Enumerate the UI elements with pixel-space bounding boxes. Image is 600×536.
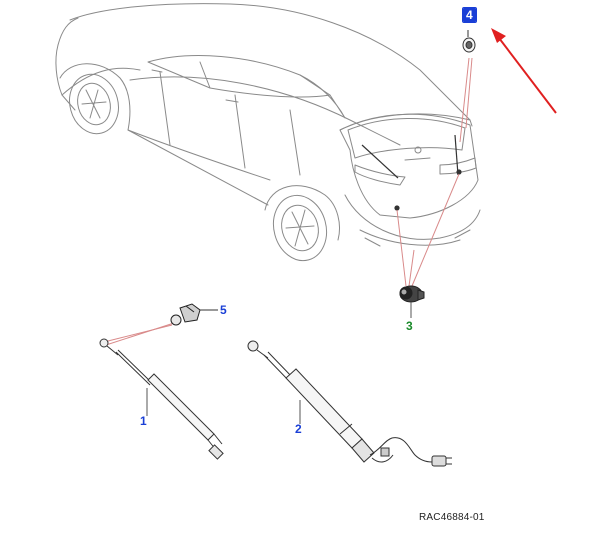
part-4-grommet	[462, 30, 476, 53]
vehicle-strut-marks	[361, 134, 462, 211]
part-3-switch	[399, 285, 425, 303]
callout-3: 3	[406, 319, 413, 333]
callout-4: 4	[462, 7, 477, 23]
part-5-ball-stud	[170, 303, 218, 326]
part-2-power-strut	[247, 340, 452, 467]
reference-code: RAC46884-01	[419, 512, 485, 523]
callout-2: 2	[295, 422, 302, 436]
highlight-arrow	[491, 28, 557, 114]
callout-1: 1	[140, 414, 147, 428]
callout-leaders	[146, 302, 412, 424]
callout-5: 5	[220, 303, 227, 317]
part-1-gas-strut	[99, 338, 224, 460]
leader-lines	[103, 57, 473, 346]
vehicle-illustration	[55, 3, 481, 262]
